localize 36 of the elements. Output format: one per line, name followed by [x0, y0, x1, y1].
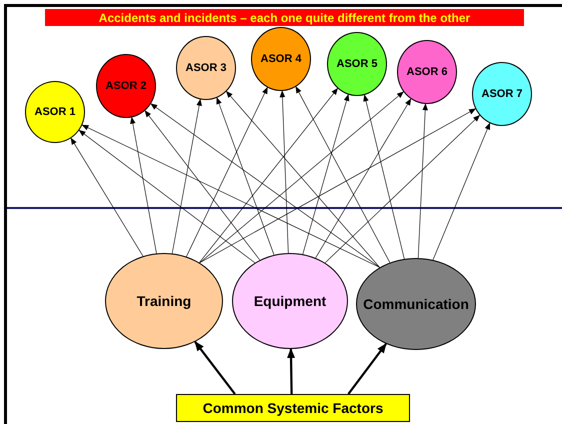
arrow	[418, 103, 428, 258]
factor-ellipse: Equipment	[232, 253, 348, 349]
arrow	[82, 124, 380, 268]
arrow	[287, 348, 296, 394]
arrow	[216, 97, 274, 256]
arrow	[78, 130, 256, 264]
arrow	[363, 94, 405, 260]
arrow	[226, 90, 380, 268]
factor-ellipse: Training	[105, 253, 223, 349]
arrow	[172, 98, 202, 254]
arrow	[280, 90, 289, 254]
incident-circle: ASOR 7	[472, 62, 532, 126]
incident-circle: ASOR 6	[397, 40, 457, 104]
title-banner: Accidents and incidents – each one quite different from the other	[45, 9, 524, 26]
arrow	[130, 116, 157, 254]
arrow	[302, 94, 350, 254]
arrow	[186, 86, 268, 257]
arrow	[199, 108, 476, 264]
incident-circle: ASOR 5	[327, 32, 387, 96]
arrow	[296, 86, 390, 263]
incident-circle: ASOR 4	[251, 27, 311, 91]
factor-ellipse: Communication	[356, 258, 476, 350]
arrow	[199, 91, 404, 264]
arrow	[70, 138, 144, 256]
arrow	[150, 103, 380, 268]
arrow	[348, 343, 387, 395]
incident-circle: ASOR 1	[25, 81, 85, 143]
arrow	[324, 114, 480, 264]
factor-box: Common Systemic Factors	[176, 394, 410, 422]
arrow	[432, 122, 490, 260]
arrow	[199, 88, 338, 263]
arrow	[194, 341, 236, 395]
arrow	[315, 98, 412, 258]
incident-circle: ASOR 2	[96, 54, 156, 118]
arrow	[144, 110, 260, 260]
incident-circle: ASOR 3	[176, 36, 236, 100]
